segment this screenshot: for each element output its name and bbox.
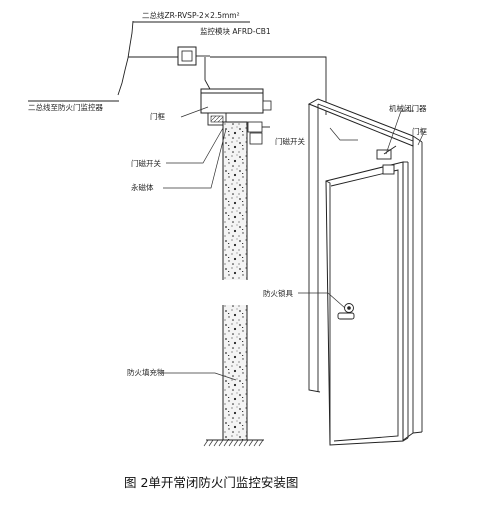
door-frame-right-label: 门框 (412, 126, 427, 136)
permanent-magnet-label: 永磁体 (131, 182, 154, 192)
figure-caption: 图 2单开常闭防火门监控安装图 (124, 475, 298, 490)
fire-lock-label: 防火锁具 (263, 288, 293, 298)
wall-column (203, 121, 264, 447)
door-switch-left-label: 门磁开关 (131, 158, 161, 168)
bus-cable (28, 20, 327, 115)
door-switch-right-label: 门磁开关 (275, 136, 305, 146)
bus-to-monitor-label: 二总线至防火门监控器 (28, 102, 103, 112)
left-frame-assembly (200, 88, 272, 145)
fire-door (307, 98, 423, 446)
cable-spec-label: 二总线ZR-RVSP-2×2.5mm² (142, 10, 240, 20)
monitor-module-label: 监控模块 AFRD-CB1 (200, 26, 271, 36)
mechanical-closer-label: 机械闭门器 (389, 103, 427, 113)
leader-lines (160, 106, 425, 381)
monitor-module (177, 46, 217, 101)
fire-filler-label: 防火填充物 (127, 367, 165, 377)
door-frame-left-label: 门框 (150, 111, 165, 121)
